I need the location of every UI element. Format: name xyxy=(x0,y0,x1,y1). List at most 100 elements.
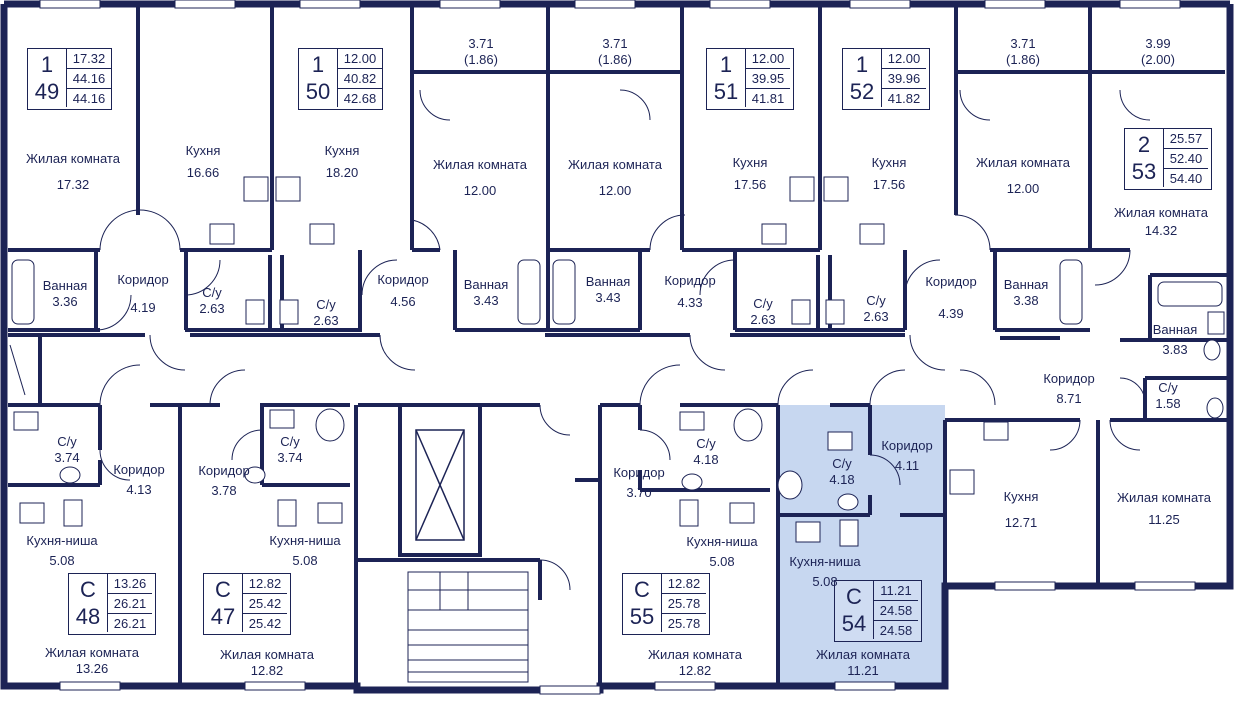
stairs-icon xyxy=(407,571,529,683)
area-total: 44.16 xyxy=(67,69,111,89)
area-total: 25.42 xyxy=(243,594,287,614)
sink-icons xyxy=(13,223,1225,543)
area-living: 12.00 xyxy=(338,49,382,69)
balcony-label: 3.71(1.86) xyxy=(598,36,632,67)
area-living: 12.82 xyxy=(662,574,706,594)
area-total-balcony: 41.82 xyxy=(887,91,921,106)
apartment-rooms: 1 xyxy=(311,52,325,77)
area-total-balcony: 42.68 xyxy=(343,91,377,106)
bathtub-icons xyxy=(11,259,1223,325)
apartment-rooms: 1 xyxy=(719,52,733,77)
apartment-number: 55 xyxy=(629,604,655,629)
area-living: 17.32 xyxy=(67,49,111,69)
balcony-label: 3.71(1.86) xyxy=(464,36,498,67)
area-living: 11.21 xyxy=(874,581,918,601)
area-total-balcony: 25.42 xyxy=(248,616,282,631)
area-living: 13.26 xyxy=(108,574,152,594)
area-total-balcony: 44.16 xyxy=(72,91,106,106)
apartment-rooms: С xyxy=(215,577,231,602)
area-total: 24.58 xyxy=(874,601,918,621)
area-total: 26.21 xyxy=(108,594,152,614)
area-living: 12.00 xyxy=(746,49,790,69)
apartment-rooms: С xyxy=(634,577,650,602)
apartment-rooms: С xyxy=(846,584,862,609)
area-total: 39.95 xyxy=(746,69,790,89)
area-total: 39.96 xyxy=(882,69,926,89)
apartment-rooms: 1 xyxy=(40,52,54,77)
apartment-number: 52 xyxy=(849,79,875,104)
area-total: 40.82 xyxy=(338,69,382,89)
area-total: 52.40 xyxy=(1164,149,1208,169)
apartment-rooms: С xyxy=(80,577,96,602)
area-living: 12.00 xyxy=(882,49,926,69)
apartment-rooms: 2 xyxy=(1137,132,1151,157)
balcony-label: 3.99(2.00) xyxy=(1141,36,1175,67)
apartment-number: 47 xyxy=(210,604,236,629)
apartment-rooms: 1 xyxy=(855,52,869,77)
area-total-balcony: 25.78 xyxy=(667,616,701,631)
apartment-number: 48 xyxy=(75,604,101,629)
balcony-label: 3.71(1.86) xyxy=(1006,36,1040,67)
stove-icons xyxy=(63,176,975,547)
apartment-number: 50 xyxy=(305,79,331,104)
area-total-balcony: 41.81 xyxy=(751,91,785,106)
apartment-number: 54 xyxy=(841,611,867,636)
windows xyxy=(39,0,1196,695)
toilet-icons xyxy=(59,299,1224,511)
apartment-number: 53 xyxy=(1131,159,1157,184)
door-swings xyxy=(9,89,1151,591)
apartment-number: 51 xyxy=(713,79,739,104)
area-total-balcony: 26.21 xyxy=(113,616,147,631)
area-total-balcony: 54.40 xyxy=(1169,171,1203,186)
